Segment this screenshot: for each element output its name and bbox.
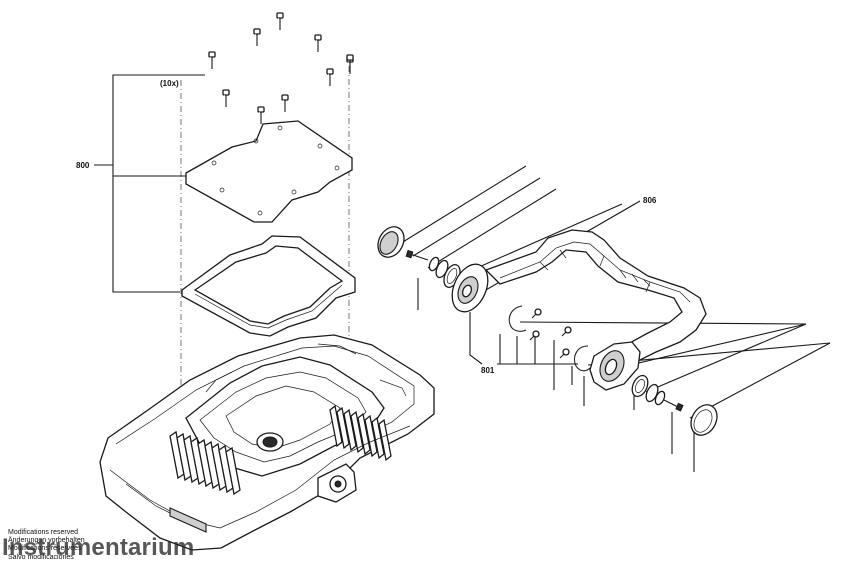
screw: [253, 28, 261, 46]
part-number-806: 806: [643, 196, 657, 205]
end-cap-right: [690, 404, 718, 436]
assembly-lines: [180, 66, 350, 395]
cover-plate: [185, 120, 353, 223]
footer-line-4: Salvo modificaciones: [8, 554, 74, 561]
screw: [208, 51, 216, 69]
screw: [276, 12, 284, 30]
bolt-right: [663, 399, 684, 412]
screw: [222, 89, 230, 107]
screw-set: [208, 12, 354, 124]
screw: [257, 106, 265, 124]
cooling-fin: [225, 446, 241, 496]
small-screw: [559, 348, 570, 359]
cooling-fin: [343, 408, 357, 452]
cooling-fin: [357, 412, 371, 456]
watermark-logo: Instrumentarium: [2, 534, 195, 561]
screw: [346, 54, 354, 72]
end-cap-left: [377, 226, 405, 258]
bolt-left: [405, 249, 429, 261]
gasket: [181, 235, 356, 337]
footer-line-2: Änderungen vorbehalten: [8, 537, 85, 544]
cooling-fin: [329, 404, 343, 448]
retaining-clip-right: [573, 345, 591, 372]
part-number-800: 800: [76, 161, 90, 170]
footer-line-1: Modifications reserved: [8, 529, 79, 536]
housing-base: [99, 334, 435, 551]
cooling-fin: [378, 418, 392, 462]
screw: [314, 34, 322, 52]
part-number-801: 801: [481, 366, 495, 375]
screw: [281, 94, 289, 112]
footer-line-3: Modifications réservées: [8, 545, 82, 552]
bracket-800: [94, 74, 205, 293]
retaining-clip-left: [508, 305, 527, 332]
hinge-disc-left: [451, 263, 489, 313]
screw: [326, 68, 334, 86]
small-screws: [529, 308, 572, 359]
small-screw: [561, 326, 572, 337]
small-screw: [531, 308, 542, 319]
cooling-fin: [371, 416, 385, 460]
small-screw: [529, 330, 540, 341]
washer-stack-right: [631, 374, 666, 406]
cooling-fin: [364, 414, 378, 458]
cooling-fin: [350, 410, 364, 454]
quantity-label: (10x): [160, 79, 179, 88]
hinge-disc-right: [589, 341, 641, 391]
cooling-fin: [336, 406, 350, 450]
